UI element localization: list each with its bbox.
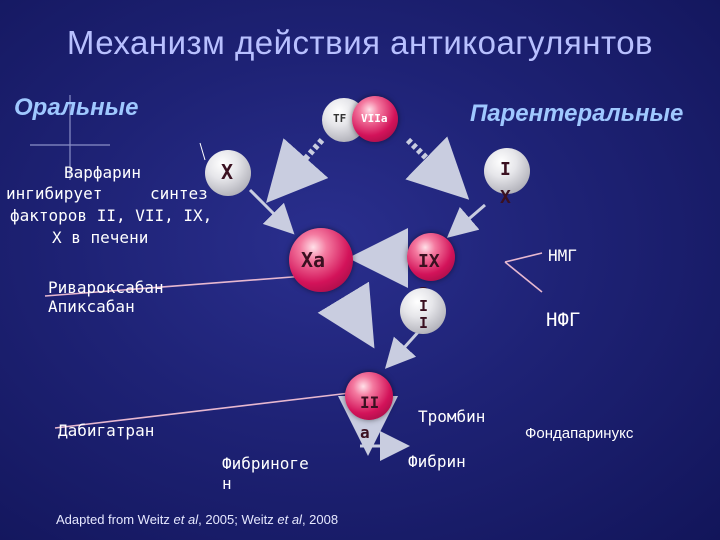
viia-label: VIIa: [361, 112, 388, 125]
citation-etal-1: et al: [173, 512, 199, 527]
dabigatran-line: [54, 392, 351, 429]
dabigatran-label: Дабигатран: [58, 421, 155, 440]
warfarin-line4: X в печени: [52, 228, 149, 247]
arrow-xa-down: [317, 281, 375, 349]
factor-xa-sphere: [289, 228, 353, 292]
xa-inhibitor-line: [44, 275, 306, 297]
factor-xa-label: Xa: [301, 248, 326, 272]
ufh-line: [504, 261, 543, 293]
citation: Adapted from Weitz et al, 2005; Weitz et…: [56, 512, 338, 527]
citation-prefix: Adapted from Weitz: [56, 512, 174, 527]
apixaban-label: Апиксабан: [48, 297, 135, 316]
factor-x-label: X: [221, 160, 234, 184]
warfarin-line2a: ингибирует: [6, 184, 103, 203]
citation-etal-2: et al: [277, 512, 302, 527]
factor-iia-sphere: [345, 372, 393, 420]
lmwh-label: НМГ: [548, 246, 577, 265]
citation-suffix: , 2008: [301, 512, 339, 527]
factor-x-sphere: [205, 150, 251, 196]
warfarin-line3: факторов II, VII, IX,: [10, 206, 213, 225]
arrow-tf-to-x: [266, 138, 329, 203]
arrow-ii-to-iia: [384, 328, 422, 369]
tf-label: TF: [333, 112, 347, 125]
factor-ixa-sphere: [407, 233, 455, 281]
factor-ix-label: I X: [500, 159, 511, 208]
oral-heading: Оральные: [14, 94, 139, 121]
arrow-x-to-xa: [248, 188, 295, 235]
viia-sphere: [352, 96, 398, 142]
factor-ii-label: I I: [419, 297, 429, 332]
arrow-tf-to-ix: [405, 136, 470, 200]
warfarin-line2b: синтез: [150, 184, 208, 203]
factor-ii-sphere: [400, 288, 446, 334]
page-title: Механизм действия антикоагулянтов: [66, 24, 654, 61]
factor-iia-label: II a: [360, 393, 380, 442]
warfarin-line: [199, 142, 206, 161]
citation-mid: , 2005; Weitz: [198, 512, 278, 527]
warfarin-line1: Варфарин: [64, 163, 142, 182]
fondaparinux-label: Фондапаринукс: [525, 425, 634, 442]
fibrinogen-label: Фибриноге н: [222, 454, 309, 493]
ufh-label: НФГ: [546, 309, 581, 331]
lmwh-line: [504, 252, 543, 263]
factor-ix-sphere: [484, 148, 530, 194]
rivaroxaban-label: Ривароксабан: [48, 278, 164, 297]
thrombin-label: Тромбин: [418, 407, 486, 426]
parenteral-heading: Парентеральные: [470, 100, 684, 127]
arrow-ix-to-ixa: [446, 203, 486, 238]
fibrin-label: Фибрин: [408, 452, 466, 471]
